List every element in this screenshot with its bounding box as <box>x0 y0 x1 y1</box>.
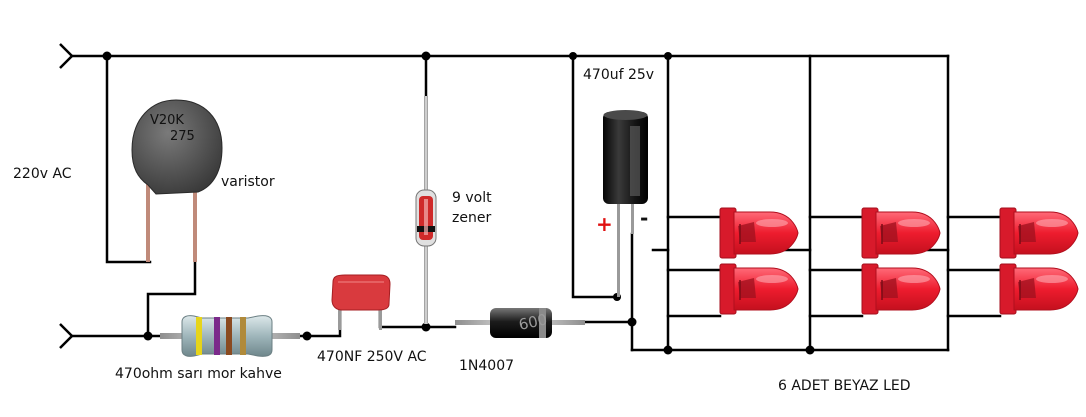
wire-cap-zener <box>378 298 457 329</box>
led <box>999 207 1079 259</box>
label-leds: 6 ADET BEYAZ LED <box>778 378 911 394</box>
diode-body <box>490 308 552 338</box>
varistor-disc <box>131 99 223 195</box>
label-capacitor: 470uf 25v <box>583 67 655 83</box>
label-diode: 1N4007 <box>459 358 515 374</box>
diode-marking: 600 <box>517 310 549 334</box>
varistor-marking-2: 275 <box>170 129 195 144</box>
label-supply: 220v AC <box>13 166 72 182</box>
elec-lead-plus <box>617 200 620 297</box>
ac-input-terminals <box>59 43 74 349</box>
led <box>861 207 941 259</box>
led <box>861 263 941 315</box>
zener-lead-top <box>424 96 428 191</box>
varistor: V20K 275 <box>131 99 223 262</box>
label-zener-2: zener <box>452 210 492 226</box>
zener-diode <box>415 96 437 324</box>
wire-varistor-left <box>105 54 152 264</box>
film-cap-lead-left <box>338 298 341 330</box>
label-zener-1: 9 volt <box>452 190 492 206</box>
zener-lead-bottom <box>424 244 428 324</box>
electrolytic-capacitor <box>603 110 648 297</box>
varistor-marking-1: V20K <box>150 113 184 128</box>
varistor-lead-left <box>146 180 150 262</box>
rectifier-diode: 600 <box>455 308 585 338</box>
led <box>999 263 1079 315</box>
led <box>719 207 799 259</box>
label-varistor: varistor <box>221 174 275 190</box>
wire-cap-plus <box>571 54 619 299</box>
varistor-lead-right <box>193 180 197 262</box>
resistor-band <box>226 317 232 355</box>
terminal-top <box>59 43 74 69</box>
label-film-cap: 470NF 250V AC <box>317 349 427 365</box>
resistor-band <box>214 317 220 355</box>
junctions <box>102 51 815 355</box>
led-array <box>719 207 1079 315</box>
diode-band <box>539 308 546 338</box>
resistor-bands <box>196 317 246 355</box>
wires <box>70 54 1002 352</box>
elec-lead-minus <box>631 200 634 234</box>
led <box>719 263 799 315</box>
film-cap-body <box>331 274 391 311</box>
terminal-bottom <box>59 323 74 349</box>
resistor-band <box>196 317 202 355</box>
film-cap-lead-right <box>379 298 382 330</box>
label-capacitor-plus: + <box>596 212 613 236</box>
label-capacitor-minus: - <box>640 206 649 230</box>
resistor <box>160 315 300 357</box>
label-resistor: 470ohm sarı mor kahve <box>115 366 282 382</box>
wire-res-cap <box>288 298 342 338</box>
wire-varistor-right <box>146 260 197 338</box>
elec-body <box>603 112 648 204</box>
film-capacitor <box>331 274 391 330</box>
resistor-band <box>240 317 246 355</box>
elec-stripe <box>630 126 640 196</box>
